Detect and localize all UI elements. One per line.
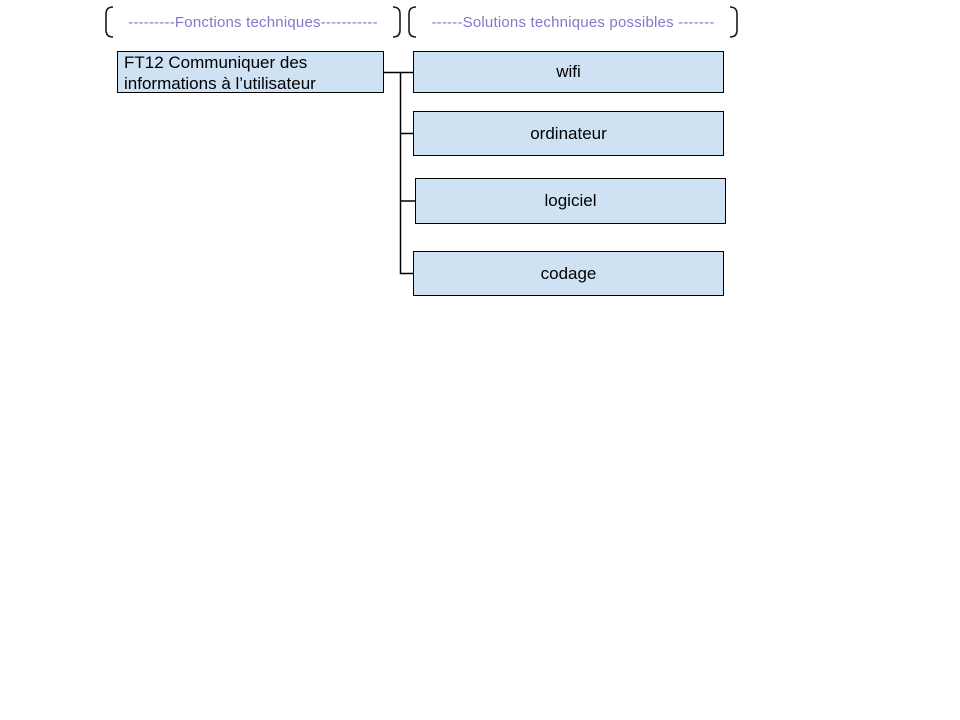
function-box-ft12[interactable]: FT12 Communiquer des informations à l’ut… (117, 51, 384, 93)
header-solutions-label: ------Solutions techniques possibles ---… (431, 13, 715, 31)
right-bracket-icon (729, 6, 738, 38)
solution-box-codage[interactable]: codage (413, 251, 724, 296)
header-fonctions-label: ---------Fonctions techniques----------- (128, 13, 378, 31)
function-box-label: FT12 Communiquer des informations à l’ut… (124, 53, 316, 93)
solution-box-label: ordinateur (530, 123, 607, 143)
solution-box-label: wifi (556, 62, 581, 81)
left-bracket-icon (408, 6, 417, 38)
solution-box-label: codage (540, 263, 597, 283)
header-solutions-techniques[interactable]: ------Solutions techniques possibles ---… (407, 6, 739, 38)
solution-box-logiciel[interactable]: logiciel (415, 178, 726, 224)
header-fonctions-techniques[interactable]: ---------Fonctions techniques----------- (104, 6, 402, 38)
right-bracket-icon (392, 6, 401, 38)
left-bracket-icon (105, 6, 114, 38)
solution-box-wifi[interactable]: wifi (413, 51, 724, 93)
solution-box-label: logiciel (544, 191, 597, 210)
solution-box-ordinateur[interactable]: ordinateur (413, 111, 724, 156)
